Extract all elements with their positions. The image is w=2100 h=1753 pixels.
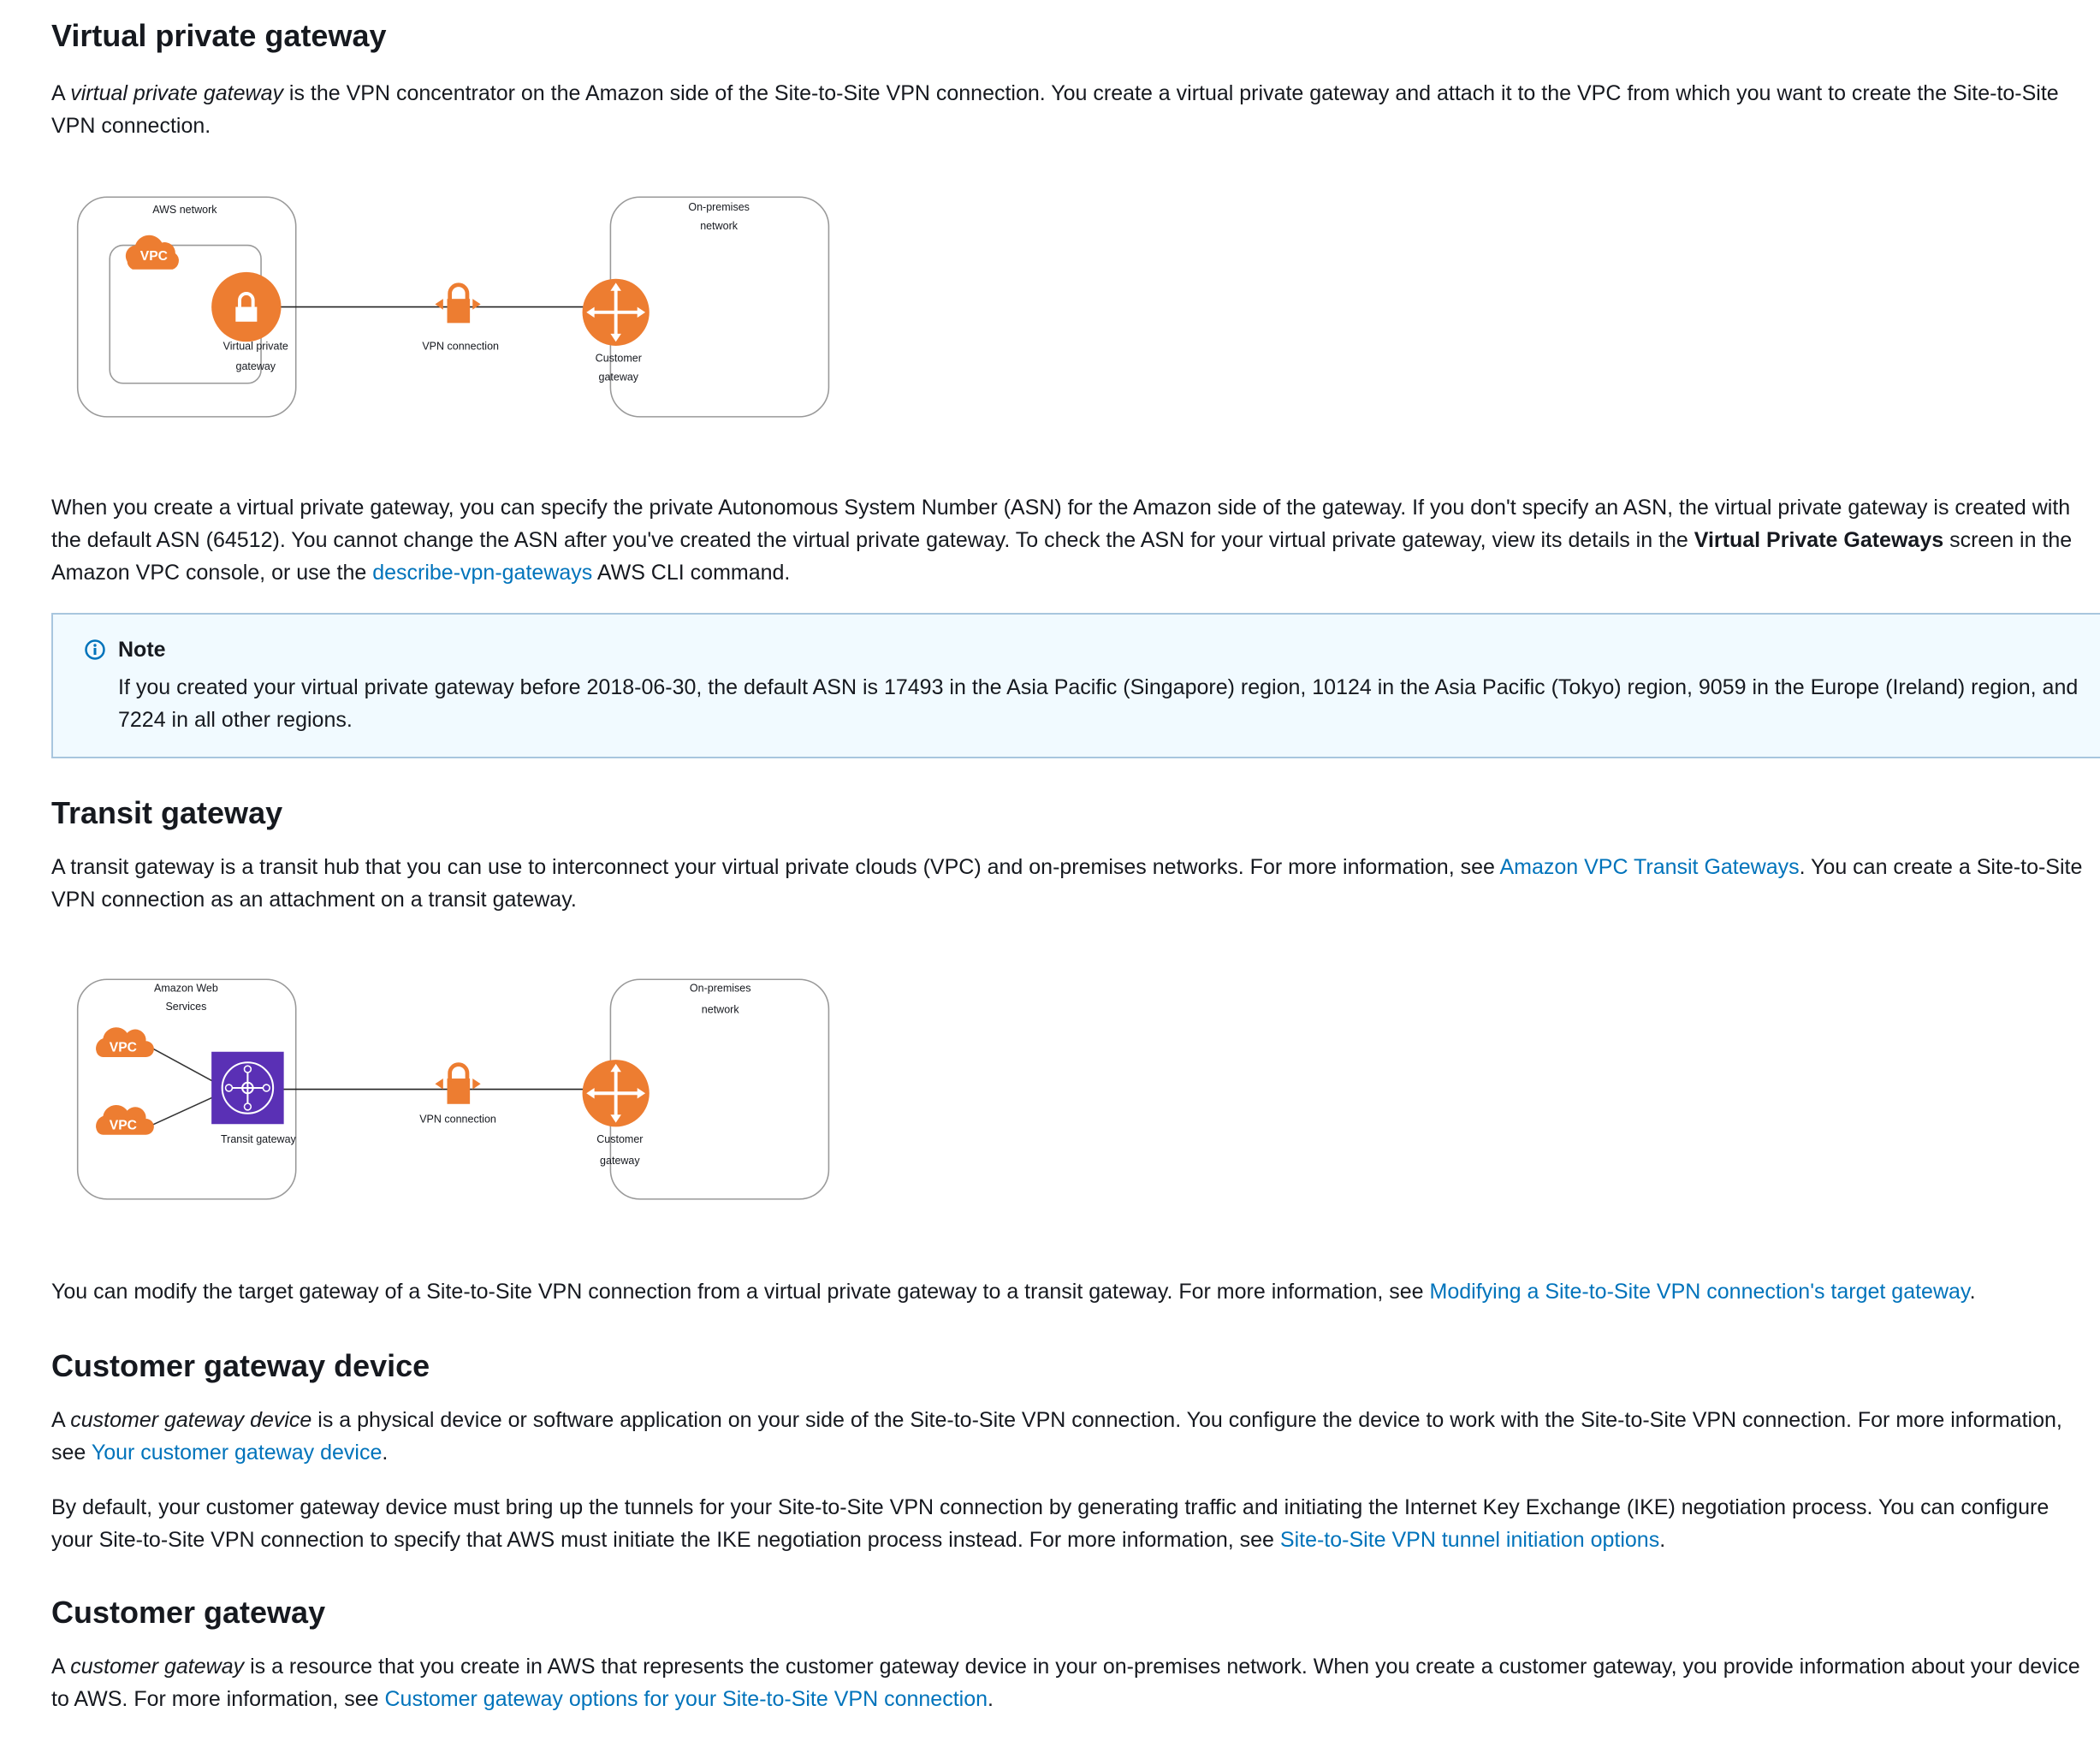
onprem-label: network (700, 220, 739, 232)
vpg-asn-paragraph: When you create a virtual private gatewa… (51, 491, 2090, 589)
term: customer gateway device (70, 1408, 312, 1432)
transit-gateway-icon (211, 1051, 284, 1125)
text: By default, your customer gateway device… (51, 1495, 2050, 1552)
text: . (988, 1687, 994, 1711)
text: . (382, 1441, 389, 1465)
tunnel-initiation-link[interactable]: Site-to-Site VPN tunnel initiation optio… (1279, 1528, 1660, 1552)
cgd-tunnel-paragraph: By default, your customer gateway device… (51, 1491, 2090, 1556)
vpc-cloud-icon: VPC (96, 1027, 154, 1058)
vpg-intro: A virtual private gateway is the VPN con… (51, 77, 2090, 142)
note-box: Note If you created your virtual private… (51, 613, 2100, 758)
aws-network-label: AWS network (152, 204, 217, 216)
term: virtual private gateway (70, 81, 283, 105)
tgw-intro: A transit gateway is a transit hub that … (51, 851, 2090, 916)
modify-target-gateway-link[interactable]: Modifying a Site-to-Site VPN connection'… (1429, 1280, 1970, 1304)
customer-gateway-device-link[interactable]: Your customer gateway device (91, 1441, 383, 1465)
note-title: Note (118, 638, 166, 662)
lock-icon (211, 271, 282, 342)
onprem-label: On-premises (688, 201, 750, 213)
text: . (1659, 1528, 1666, 1552)
vpn-label: VPN connection (422, 341, 499, 353)
cgd-intro: A customer gateway device is a physical … (51, 1404, 2090, 1469)
vpn-connection-icon (435, 1062, 481, 1104)
vpc-cloud-icon: VPC (125, 235, 179, 270)
cgw-label: gateway (599, 371, 639, 383)
vpg-label: Virtual private (223, 341, 288, 353)
ui-term: Virtual Private Gateways (1694, 528, 1944, 552)
cg-intro: A customer gateway is a resource that yo… (51, 1650, 2090, 1715)
text: When you create a virtual private gatewa… (51, 496, 2071, 552)
cgw-label: Customer (596, 353, 642, 365)
heading-customer-gateway: Customer gateway (51, 1595, 326, 1630)
text: AWS CLI command. (592, 561, 791, 585)
text: A (51, 81, 71, 105)
text: is a physical device or software applica… (51, 1408, 2062, 1465)
text: . You can create a Site-to-Site VPN conn… (51, 855, 2083, 912)
cgw-label: gateway (600, 1155, 640, 1167)
aws-label: Services (165, 1001, 206, 1013)
vpg-label: gateway (236, 360, 276, 372)
text: screen in the Amazon VPC console, or use… (51, 528, 2073, 585)
svg-text:VPC: VPC (140, 249, 168, 264)
vpg-diagram: VPC AWS network Virtual private gateway … (76, 196, 830, 418)
transit-gateways-link[interactable]: Amazon VPC Transit Gateways (1499, 855, 1800, 879)
aws-label: Amazon Web (154, 982, 218, 994)
customer-gateway-options-link[interactable]: Customer gateway options for your Site-t… (384, 1687, 988, 1711)
customer-gateway-icon (582, 1060, 650, 1127)
svg-text:VPC: VPC (110, 1119, 137, 1133)
info-icon (85, 639, 105, 660)
vpc-cloud-icon: VPC (96, 1104, 154, 1135)
vpn-connection-icon (435, 282, 481, 324)
doc-page: Virtual private gateway A virtual privat… (0, 17, 2100, 1715)
term: customer gateway (70, 1655, 245, 1679)
cgw-label: Customer (596, 1133, 643, 1145)
tgw-modify-paragraph: You can modify the target gateway of a S… (51, 1275, 2090, 1308)
text: is the VPN concentrator on the Amazon si… (51, 81, 2059, 138)
describe-vpn-gateways-link[interactable]: describe-vpn-gateways (372, 561, 593, 585)
tgw-diagram: VPC VPC Amazon Web Services Transit gate… (76, 978, 830, 1200)
text: A (51, 1408, 71, 1432)
onprem-label: On-premises (690, 982, 751, 994)
text: A (51, 1655, 71, 1679)
heading-virtual-private-gateway: Virtual private gateway (51, 18, 387, 53)
text: You can modify the target gateway of a S… (51, 1280, 1430, 1304)
svg-text:VPC: VPC (110, 1041, 137, 1055)
text: is a resource that you create in AWS tha… (51, 1655, 2080, 1711)
text: A transit gateway is a transit hub that … (51, 855, 1500, 879)
note-header: Note (84, 635, 2086, 664)
heading-transit-gateway: Transit gateway (51, 795, 283, 830)
heading-customer-gateway-device: Customer gateway device (51, 1348, 430, 1383)
note-body: If you created your virtual private gate… (118, 675, 2079, 732)
vpn-label: VPN connection (419, 1114, 496, 1126)
text: . (1969, 1280, 1976, 1304)
tgw-label: Transit gateway (221, 1133, 297, 1145)
onprem-label: network (702, 1003, 740, 1015)
customer-gateway-icon (582, 278, 650, 346)
